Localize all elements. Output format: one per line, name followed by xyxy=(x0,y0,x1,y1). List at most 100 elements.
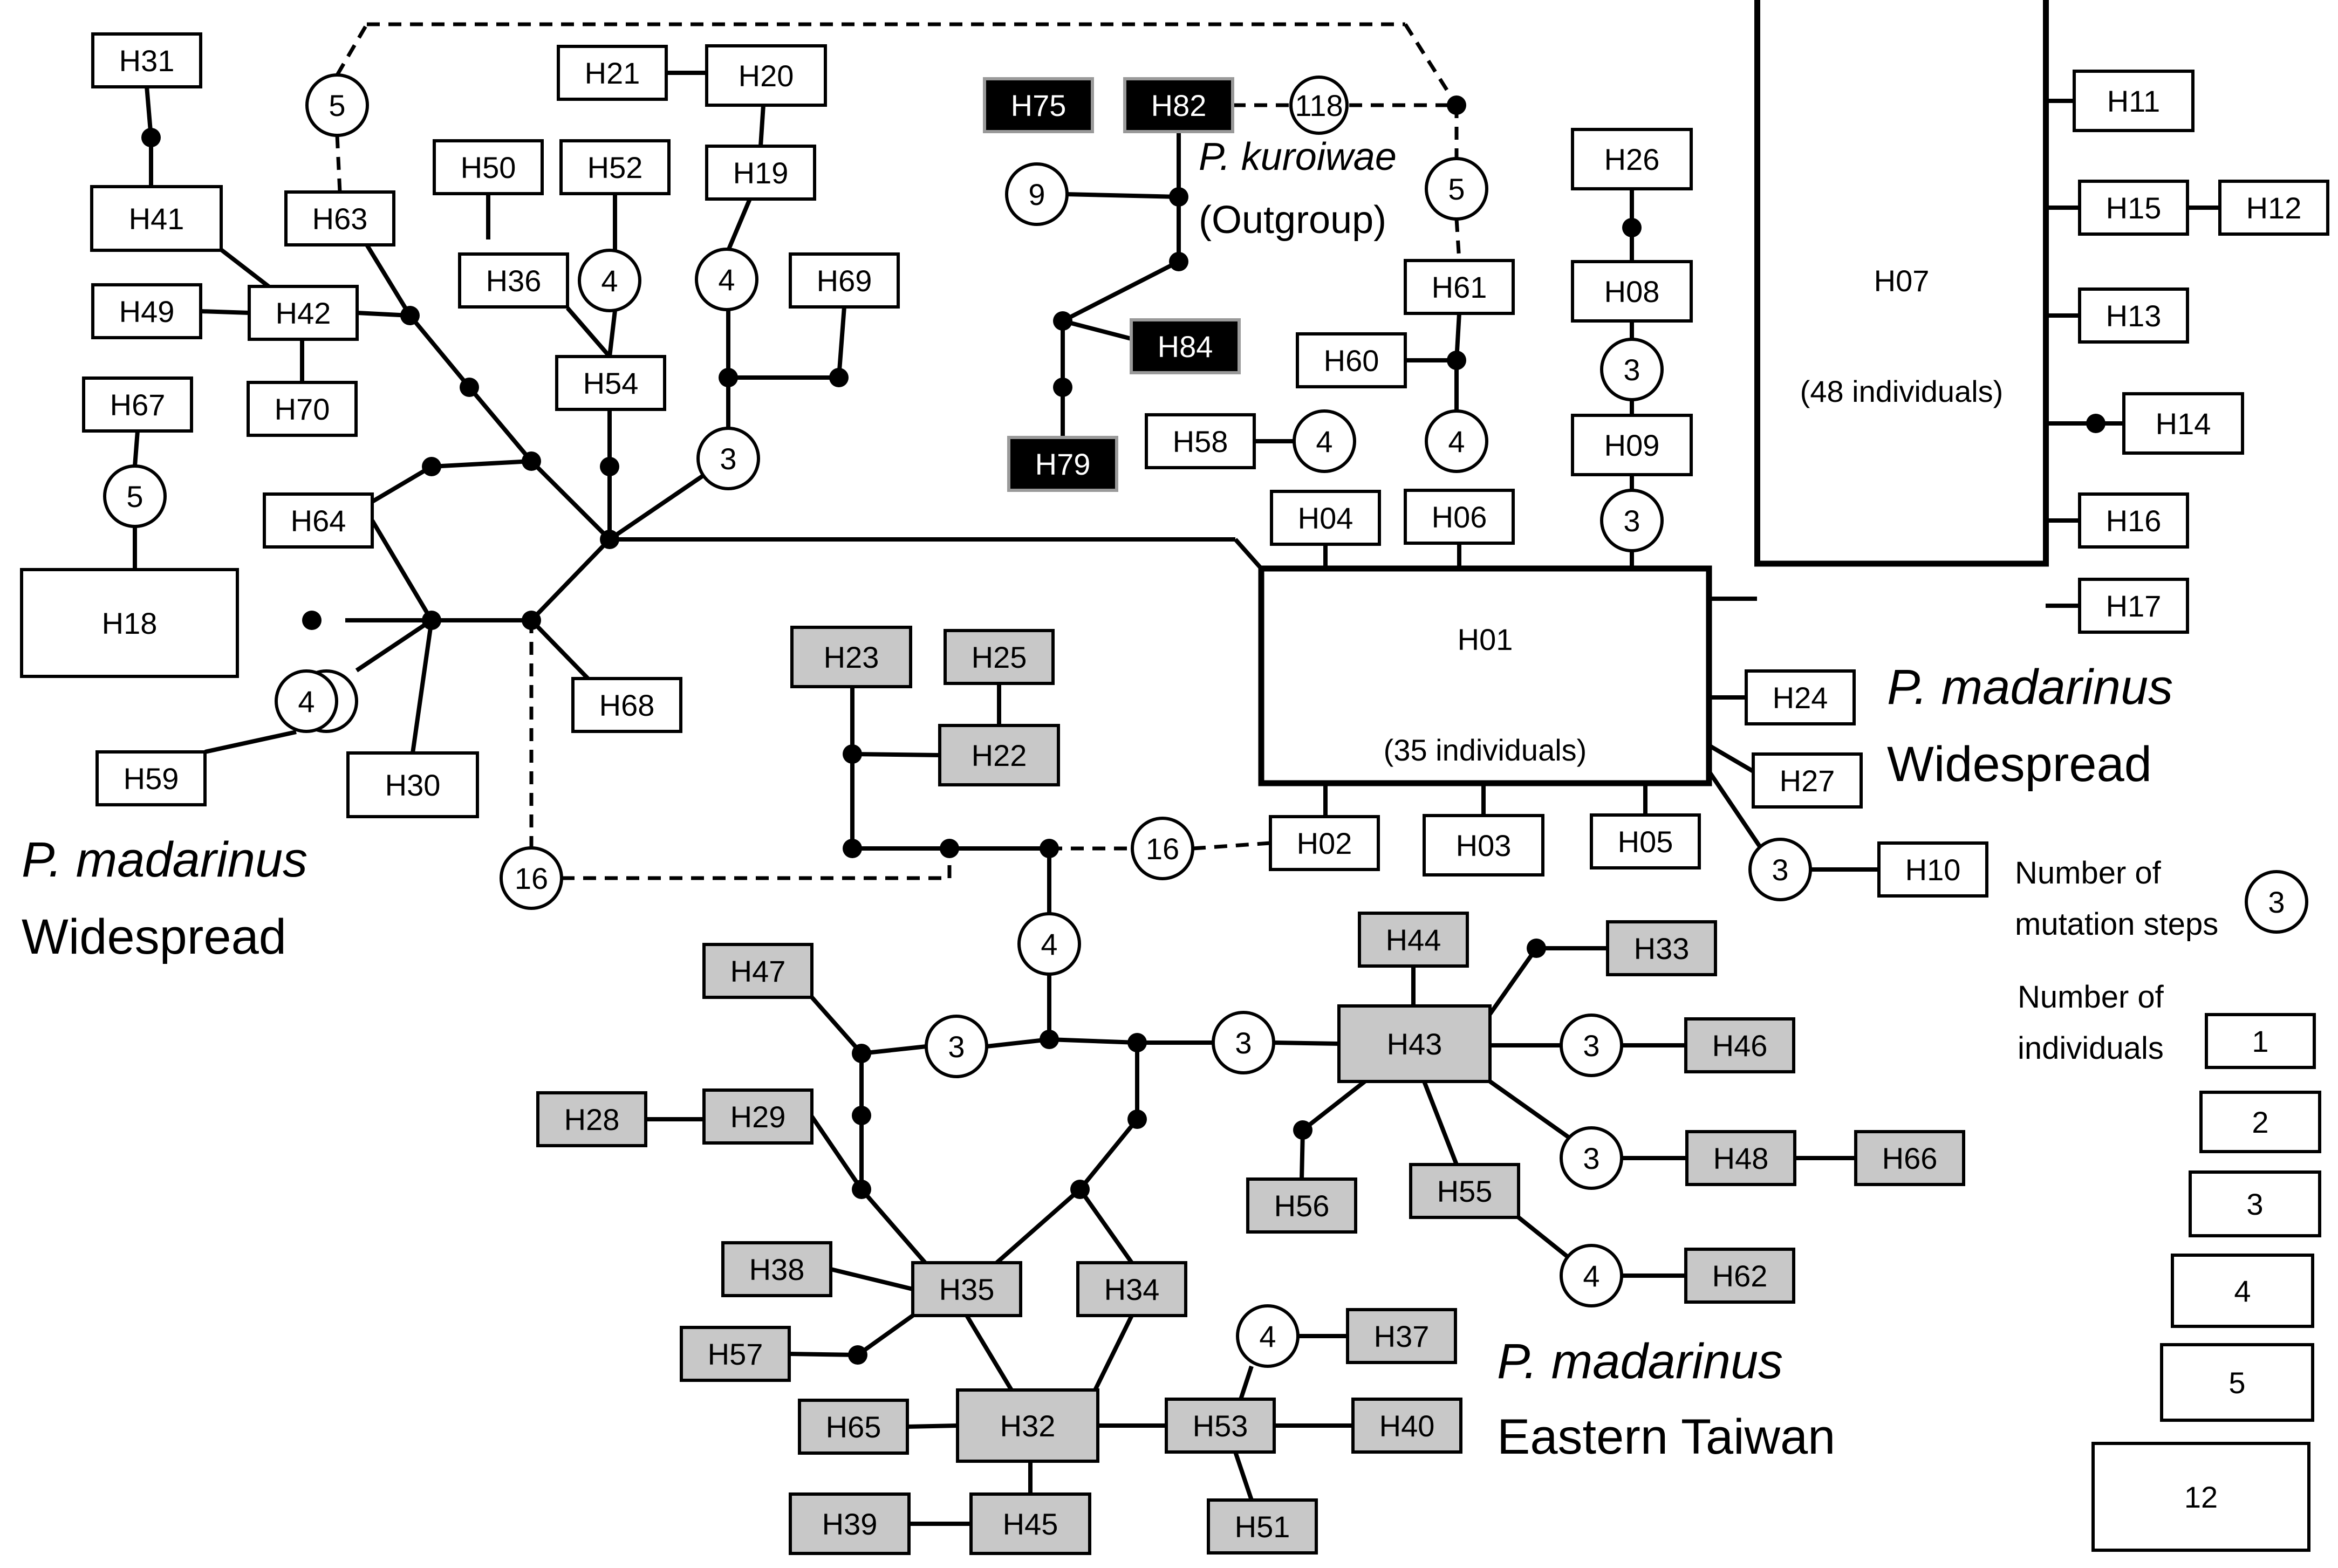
haplotype-label: H67 xyxy=(110,388,166,422)
haplotype-label: H62 xyxy=(1712,1259,1768,1293)
haplotype-h64: H64 xyxy=(263,492,374,549)
network-edge xyxy=(408,314,471,389)
network-edge xyxy=(565,306,612,358)
median-vector-dot xyxy=(1447,95,1466,115)
legend-size-label: 2 xyxy=(2252,1105,2268,1139)
network-edge xyxy=(1078,1188,1134,1264)
haplotype-box xyxy=(1854,1130,1965,1186)
mutation-step-count: 16 xyxy=(1146,832,1179,866)
haplotype-h65: H65 xyxy=(798,1399,909,1455)
network-edge xyxy=(965,1314,1014,1392)
haplotype-label: H49 xyxy=(119,295,175,328)
haplotype-h53: H53 xyxy=(1165,1398,1276,1454)
haplotype-box xyxy=(680,1326,791,1382)
haplotype-label: H01 xyxy=(1458,622,1513,656)
haplotype-label: H56 xyxy=(1274,1189,1330,1223)
haplotype-h24: H24 xyxy=(1745,669,1856,725)
mutation-step-count: 5 xyxy=(1448,172,1465,206)
mutation-step-count: 3 xyxy=(720,442,736,476)
network-edge xyxy=(856,1313,914,1357)
group-label-region: Eastern Taiwan xyxy=(1497,1409,1835,1464)
haplotype-box xyxy=(911,1261,1022,1317)
haplotype-label: H14 xyxy=(2156,407,2211,441)
haplotype-box xyxy=(1358,912,1469,968)
mutation-step-circle xyxy=(1005,162,1069,226)
mutation-step: 4 xyxy=(1425,409,1488,473)
haplotype-box xyxy=(1754,0,2049,567)
mutation-step-circle xyxy=(500,846,563,910)
haplotype-label: H11 xyxy=(2107,84,2161,118)
haplotype-box xyxy=(2078,287,2189,344)
median-vector-dot xyxy=(1622,218,1642,237)
network-edge xyxy=(852,752,940,757)
haplotype-box xyxy=(1409,1163,1520,1219)
haplotype-label: H31 xyxy=(119,44,175,78)
legend-size-label: 1 xyxy=(2252,1024,2268,1058)
haplotype-h23: H23 xyxy=(790,626,912,688)
haplotype-box xyxy=(557,45,668,101)
mutation-step: 3 xyxy=(1600,489,1664,552)
haplotype-label: H61 xyxy=(1432,270,1487,304)
haplotype-label: H59 xyxy=(124,762,179,796)
mutation-step: 4 xyxy=(275,669,338,733)
network-edge xyxy=(810,996,863,1055)
haplotype-label: H51 xyxy=(1235,1510,1290,1544)
network-edge xyxy=(204,730,297,754)
haplotype-h43: H43 xyxy=(1337,1004,1492,1083)
haplotype-box xyxy=(1145,413,1256,469)
median-vector-dots xyxy=(141,95,2105,1365)
group-label-species: P. madarinus xyxy=(1497,1334,1783,1389)
network-edge xyxy=(530,538,611,622)
mutation-step-circle xyxy=(695,248,758,311)
haplotype-label: H16 xyxy=(2106,504,2162,538)
median-vector-dot xyxy=(1447,351,1466,370)
haplotype-label: H15 xyxy=(2106,191,2162,225)
haplotype-h15: H15 xyxy=(2078,180,2189,236)
haplotype-box xyxy=(2073,70,2195,132)
network-edge-dashed xyxy=(1404,23,1458,106)
network-edge xyxy=(200,309,250,315)
median-vector-dot xyxy=(1127,1033,1147,1052)
haplotype-label: H13 xyxy=(2106,299,2162,333)
mutation-step: 3 xyxy=(925,1015,988,1078)
haplotype-h41: H41 xyxy=(90,185,223,252)
haplotype-label: H48 xyxy=(1713,1141,1769,1175)
mutation-step-count: 4 xyxy=(1259,1319,1276,1353)
legend-box xyxy=(2189,1170,2321,1237)
legend-mutation-circle xyxy=(2245,870,2308,934)
haplotype-h33: H33 xyxy=(1606,920,1717,976)
mutation-step: 5 xyxy=(1425,157,1488,221)
network-edge xyxy=(1422,1080,1459,1166)
haplotype-h34: H34 xyxy=(1076,1261,1187,1317)
median-vector-dot xyxy=(1040,839,1059,858)
haplotype-box xyxy=(1337,1004,1492,1083)
haplotype-h51: H51 xyxy=(1207,1498,1318,1555)
mutation-step-count: 4 xyxy=(1448,424,1465,458)
group-label-widespread-right: P. madarinus Widespread xyxy=(1887,660,2173,792)
median-vector-dot xyxy=(829,368,849,387)
network-edge xyxy=(530,460,611,541)
network-edge xyxy=(861,1044,927,1056)
haplotype-h58: H58 xyxy=(1145,413,1256,469)
network-edge xyxy=(607,310,617,357)
haplotype-box xyxy=(458,252,569,309)
mutation-step-circle xyxy=(1293,409,1356,473)
median-vector-dot xyxy=(1040,1030,1059,1049)
mutation-step-circle xyxy=(305,73,369,137)
legend-box xyxy=(2199,1091,2321,1153)
haplotype-label: H65 xyxy=(826,1410,881,1444)
haplotype-h45: H45 xyxy=(969,1492,1091,1555)
legend: Number of mutation steps 3 Number of ind… xyxy=(2015,855,2321,1552)
network-edge xyxy=(907,1423,958,1429)
haplotype-label: H23 xyxy=(824,640,879,674)
haplotype-h04: H04 xyxy=(1270,490,1381,546)
haplotype-h75: H75 xyxy=(983,77,1094,133)
legend-box xyxy=(2160,1343,2314,1422)
mutation-step-count: 5 xyxy=(126,480,143,513)
haplotype-h02: H02 xyxy=(1269,815,1380,871)
mutation-step-count: 3 xyxy=(1623,353,1640,387)
haplotype-box xyxy=(721,1241,832,1297)
haplotype-h59: H59 xyxy=(95,750,207,806)
haplotype-box xyxy=(90,185,223,252)
